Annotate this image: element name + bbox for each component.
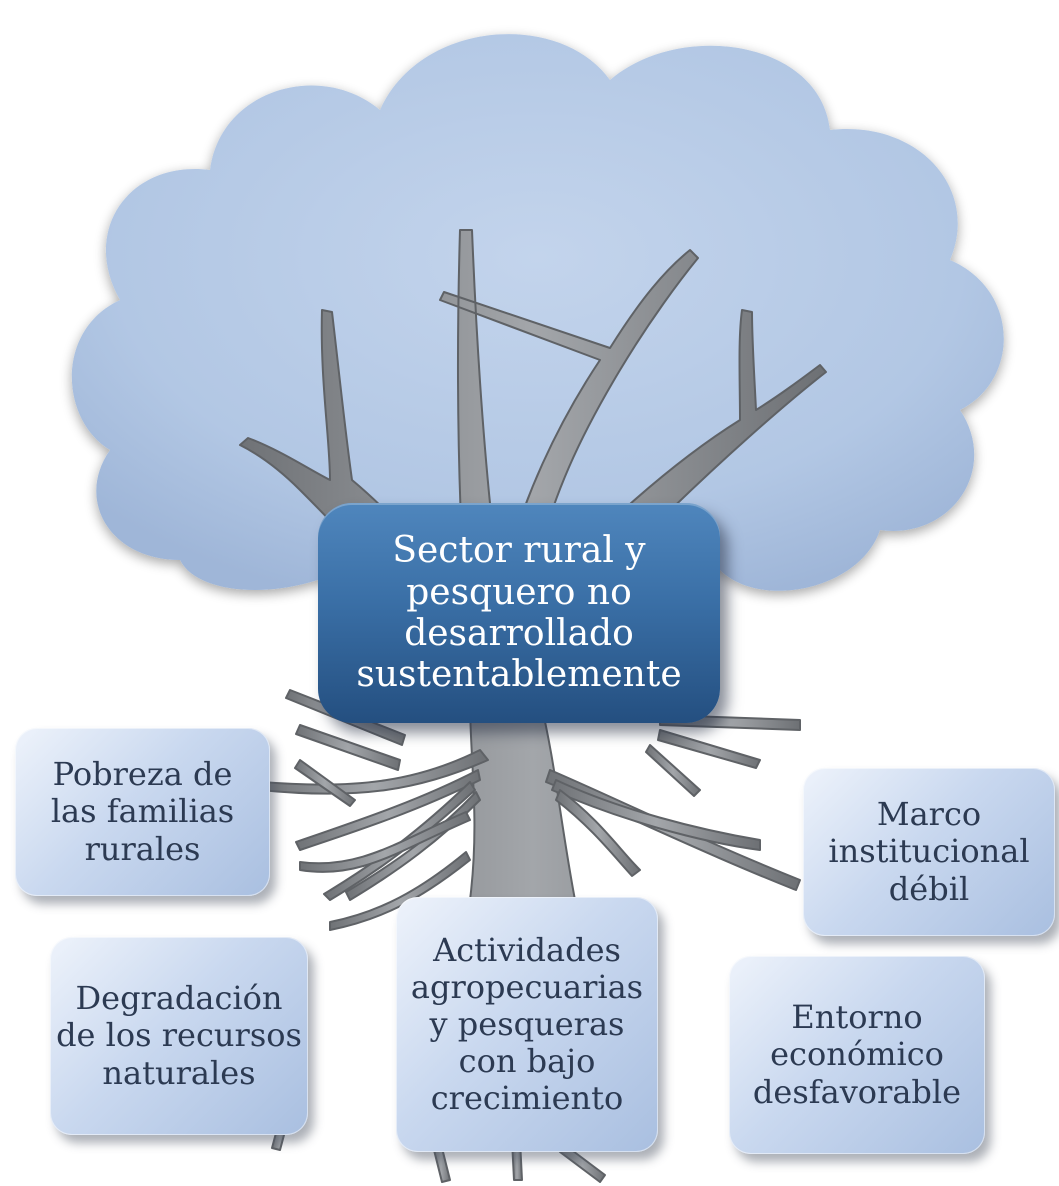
cause-label: Marco institucional débil — [828, 795, 1030, 908]
cause-box-degradation: Degradación de los recursos naturales — [50, 937, 308, 1135]
cause-label: Degradación de los recursos naturales — [56, 979, 302, 1092]
cause-box-economic: Entorno económico desfavorable — [729, 956, 985, 1154]
central-problem-box: Sector rural y pesquero no desarrollado … — [318, 503, 720, 723]
cause-box-institutional: Marco institucional débil — [803, 768, 1055, 936]
canopy-cloud — [71, 34, 1004, 591]
cause-box-poverty: Pobreza de las familias rurales — [15, 728, 270, 896]
central-problem-label: Sector rural y pesquero no desarrollado … — [356, 530, 682, 696]
cause-label: Actividades agropecuarias y pesqueras co… — [410, 930, 644, 1118]
cause-label: Pobreza de las familias rurales — [50, 755, 235, 868]
cause-label: Entorno económico desfavorable — [752, 998, 962, 1111]
cause-box-activities: Actividades agropecuarias y pesqueras co… — [396, 897, 658, 1152]
